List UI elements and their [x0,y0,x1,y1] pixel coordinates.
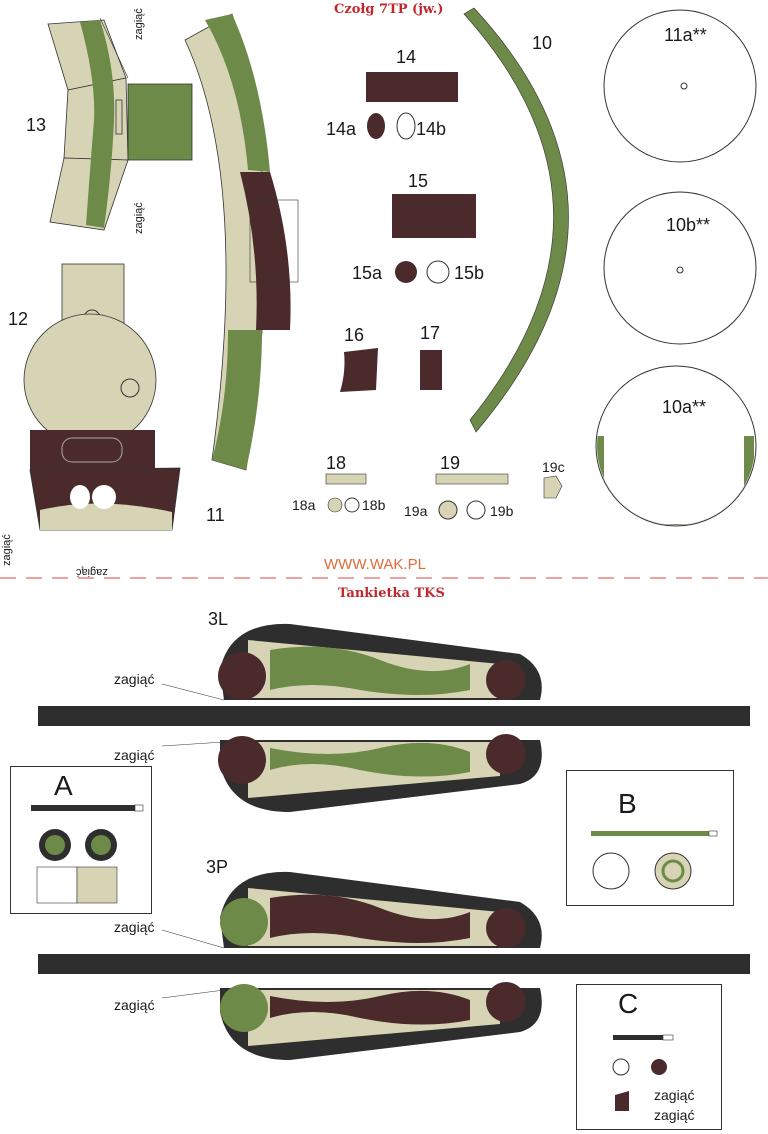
label-B: B [618,788,637,819]
part-11a-circle [603,9,757,163]
label-15a: 15a [352,263,383,283]
label-10b: 10b** [666,215,711,235]
part-12-shape [23,263,181,531]
label-11: 11 [206,505,225,525]
fold-label-12-bottom: zagiąć [76,566,108,578]
fold-label-3P-bottom: zagiąć [114,997,155,1013]
part-10b-circle [603,191,757,345]
label-14a: 14a [326,119,357,139]
label-17: 17 [420,323,441,343]
label-19c: 19c [542,459,565,475]
part-15-shape [392,194,476,238]
part-A-box [10,766,152,914]
label-19a: 19a [404,503,428,519]
fold-label-3L-bottom: zagiąć [114,747,155,763]
part-11-shape [184,13,299,471]
part-13-shape [47,17,193,231]
label-18a: 18a [292,497,316,513]
label-15b: 15b [454,263,485,283]
label-3L: 3L [208,609,229,629]
fold-label-3L-top: zagiąć [114,671,155,687]
part-16-shape [340,348,378,392]
track-3L-shape [38,623,750,812]
label-C: C [618,988,639,1019]
part-14-shape [366,72,458,102]
label-18b: 18b [362,497,386,513]
part-A-shapes [31,804,144,904]
part-10-shape [463,7,569,433]
label-18: 18 [326,453,347,473]
track-3P-shape [38,871,750,1060]
label-12: 12 [8,309,29,329]
website-link[interactable]: WWW.WAK.PL [324,556,426,573]
part-B-box [566,770,734,906]
label-10a: 10a** [662,397,707,417]
label-19: 19 [440,453,461,473]
label-10: 10 [532,33,553,53]
label-11a: 11a** [664,25,707,45]
label-14b: 14b [416,119,447,139]
part-B-shapes [591,830,718,890]
title-7tp: Czołg 7TP (jw.) [334,2,444,17]
fold-label-12-side: zagiąć [1,534,13,566]
fold-label-13-top: zagiąć [133,8,145,40]
label-A: A [54,770,73,801]
label-19b: 19b [490,503,514,519]
part-C-box [576,984,722,1130]
part-17-shape [420,350,442,390]
fold-label-3P-top: zagiąć [114,919,155,935]
title-tks: Tankietka TKS [338,586,445,601]
label-13: 13 [26,115,47,135]
fold-label-C-bottom: zagiąć [654,1107,695,1123]
label-16: 16 [344,325,365,345]
label-3P: 3P [206,857,229,877]
part-C-shapes [612,1034,674,1111]
label-15: 15 [408,171,429,191]
label-14: 14 [396,47,417,67]
fold-label-C-top: zagiąć [654,1087,695,1103]
fold-label-13-bottom: zagiąć [133,202,145,234]
